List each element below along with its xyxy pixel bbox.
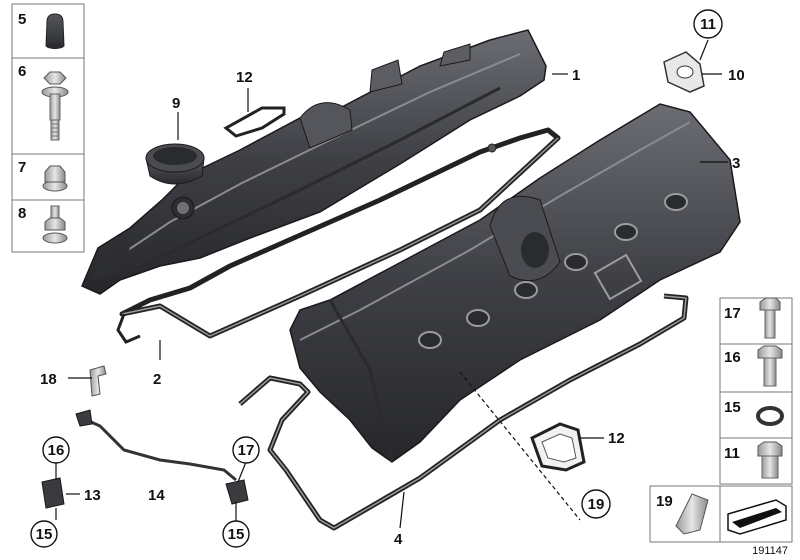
inset-label-8: 8	[18, 205, 26, 222]
inset-label-5: 5	[18, 11, 26, 28]
leader-lines	[55, 39, 728, 529]
inset-label-6: 6	[18, 63, 26, 80]
inset-label-19: 19	[656, 493, 673, 510]
bolt-17-icon	[759, 297, 781, 339]
bolt-11-icon	[757, 441, 783, 479]
left-parts-inset: 5 6 7 8	[11, 3, 85, 253]
right-parts-inset: 17 16 15 11 19	[649, 297, 793, 543]
inset-label-15: 15	[724, 399, 741, 416]
svg-text:11: 11	[700, 16, 716, 33]
circled-callout-15-right: 15	[222, 520, 250, 548]
callout-12-top: 12	[236, 69, 253, 86]
svg-text:19: 19	[588, 496, 605, 513]
callout-3: 3	[732, 155, 740, 172]
svg-text:17: 17	[238, 442, 255, 459]
small-gasket-10	[663, 51, 705, 93]
svg-text:15: 15	[228, 526, 245, 543]
callout-14: 14	[148, 487, 165, 504]
inset-label-7: 7	[18, 159, 26, 176]
circled-callout-16: 16	[42, 436, 70, 464]
oil-filler-cap	[145, 143, 205, 185]
circled-callout-11: 11	[693, 9, 723, 39]
inset-label-16: 16	[724, 349, 741, 366]
bolt-with-washer-icon	[41, 71, 69, 141]
callout-13: 13	[84, 487, 101, 504]
clip-19-icon	[675, 493, 709, 535]
sensor-with-cable	[41, 409, 249, 509]
diagram-reference-number: 191147	[752, 545, 788, 557]
inset-label-11: 11	[724, 445, 740, 462]
cap-part-icon	[45, 13, 65, 49]
callout-4: 4	[394, 531, 403, 548]
callout-12-bottom: 12	[608, 430, 625, 447]
gasket-profile-bottom	[530, 422, 586, 472]
callout-1: 1	[572, 67, 580, 84]
gasket-right	[238, 293, 689, 531]
bolt-16-icon	[757, 345, 783, 387]
callout-18: 18	[40, 371, 57, 388]
callout-10: 10	[728, 67, 745, 84]
circled-callout-19: 19	[581, 489, 611, 519]
gasket-left	[116, 127, 561, 344]
callout-2: 2	[153, 371, 161, 388]
valve-cover-left	[81, 29, 547, 295]
circled-callout-17: 17	[232, 436, 260, 464]
inset-label-17: 17	[724, 305, 741, 322]
gasket-profile-top	[223, 106, 286, 138]
callout-9: 9	[172, 95, 180, 112]
bracket-18	[89, 365, 107, 397]
nut-with-washer-icon	[42, 165, 68, 192]
o-ring-icon	[756, 406, 784, 426]
stud-bolt-icon	[42, 205, 68, 244]
spark-plug-holes	[418, 193, 688, 349]
direction-arrow-icon	[727, 499, 787, 535]
valve-cover-right	[289, 103, 741, 463]
svg-text:15: 15	[36, 526, 53, 543]
svg-text:16: 16	[48, 442, 65, 459]
circled-callout-15-left: 15	[30, 520, 58, 548]
